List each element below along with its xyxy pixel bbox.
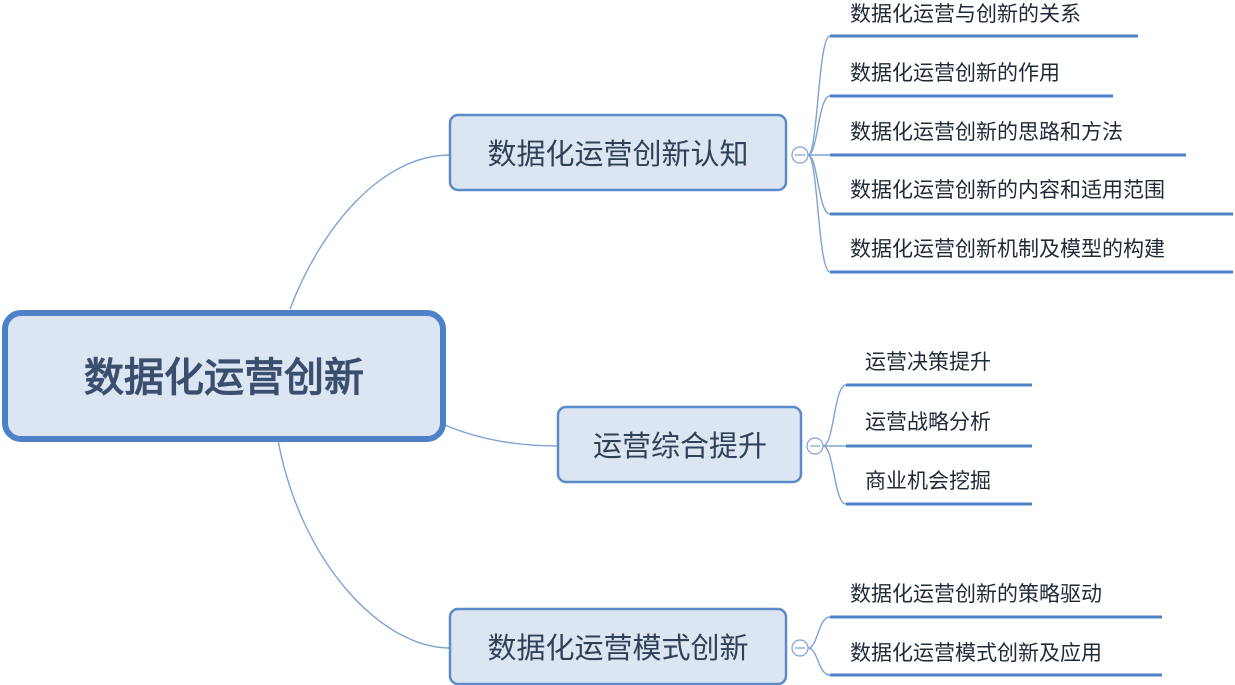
branch-0-box[interactable] [448,113,788,192]
root-node-label: 数据化运营创新 [84,355,364,401]
branch-1-leaves [822,383,1032,506]
branch-0-collapse-toggle[interactable] [791,146,809,164]
leaf-item[interactable]: 数据化运营创新的思路和方法 [850,120,1123,144]
leaf-connector [807,616,831,649]
branch-2-label: 数据化运营模式创新 [487,631,748,665]
connector-root-branch-1 [444,424,559,447]
branch-2-collapse-toggle[interactable] [791,639,809,657]
leaf-item[interactable]: 数据化运营创新的内容和适用范围 [850,178,1165,202]
branch-0-label: 数据化运营创新认知 [487,137,748,171]
leaf-item[interactable]: 数据化运营创新机制及模型的构建 [850,237,1165,261]
leaf-connector [807,154,831,273]
leaf-item[interactable]: 运营战略分析 [865,410,991,434]
leaf-connector [822,384,847,447]
leaf-connector [807,154,831,215]
branch-0-leaves [807,34,1233,274]
leaf-item[interactable]: 数据化运营与创新的关系 [850,2,1081,26]
branch-node-0[interactable]: 数据化运营创新认知 [448,113,809,192]
branch-1-collapse-toggle[interactable] [806,437,824,455]
leaf-connector [807,647,831,676]
branch-2-box[interactable] [448,607,788,685]
leaf-item[interactable]: 运营决策提升 [865,350,991,374]
leaf-item[interactable]: 数据化运营创新的策略驱动 [850,582,1102,606]
connector-root-branch-0 [289,154,451,310]
branch-1-box[interactable] [556,405,803,484]
root-connectors [277,154,559,649]
connector-root-branch-2 [277,439,451,649]
leaf-item[interactable]: 数据化运营模式创新及应用 [850,641,1102,665]
branch-node-1[interactable]: 运营综合提升 [556,405,824,484]
root-node-box[interactable] [2,310,446,442]
branch-1-label: 运营综合提升 [593,429,767,463]
leaf-connector [807,95,831,156]
leaf-item[interactable]: 数据化运营创新的作用 [850,61,1060,85]
branch-2-leaves [807,615,1162,677]
root-node[interactable]: 数据化运营创新 [2,310,446,442]
leaf-item[interactable]: 商业机会挖掘 [865,469,991,493]
branch-node-2[interactable]: 数据化运营模式创新 [448,607,809,685]
leaf-connector [807,35,831,156]
leaf-connector [822,445,847,505]
